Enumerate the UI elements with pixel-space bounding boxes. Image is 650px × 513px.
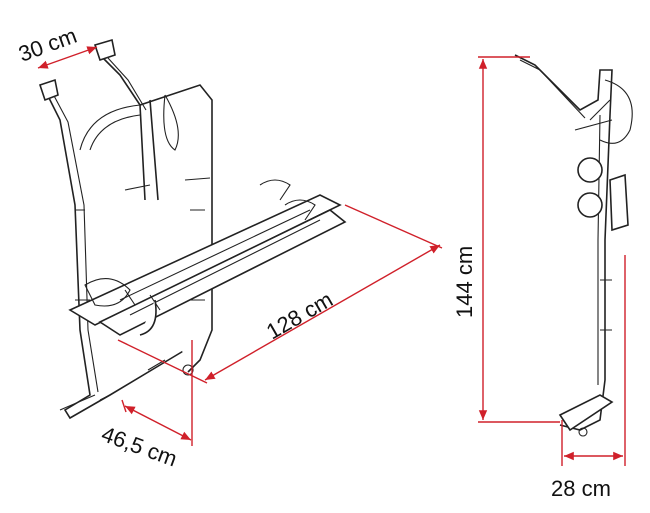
rack-side-view <box>514 54 633 437</box>
label-length: 128 cm <box>262 287 337 345</box>
dim-line-128cm <box>204 244 441 381</box>
ext-line <box>344 204 443 249</box>
dim-line-30cm <box>37 46 98 69</box>
label-width-top: 30 cm <box>15 23 80 67</box>
label-height: 144 cm <box>452 246 477 318</box>
dim-line-46cm <box>124 405 192 441</box>
label-side-depth: 28 cm <box>551 476 611 501</box>
dimension-lines <box>37 46 626 466</box>
